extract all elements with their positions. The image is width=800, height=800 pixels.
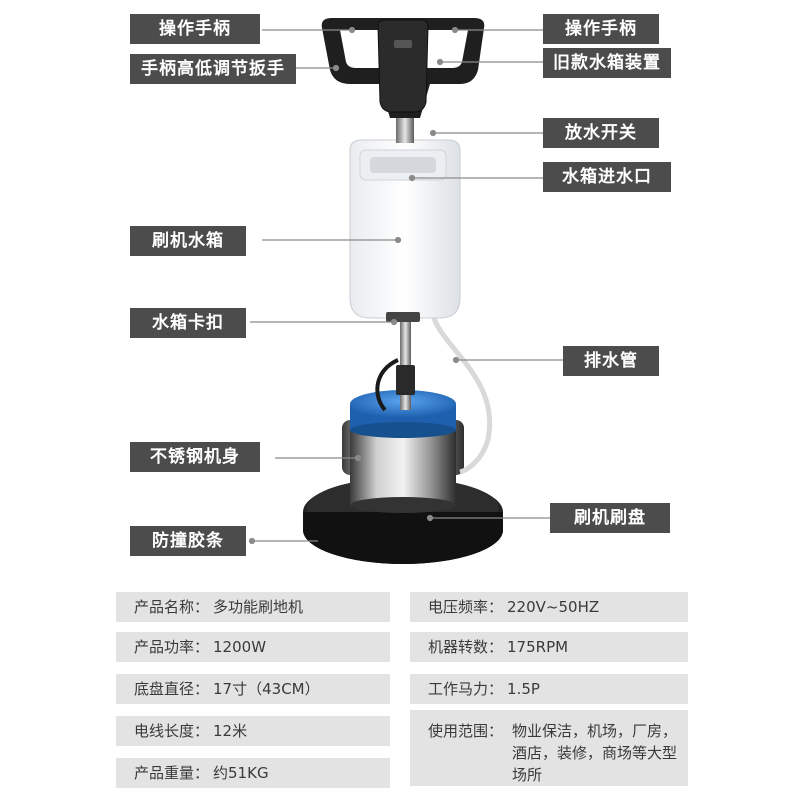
water-tank-body	[349, 139, 461, 322]
spec-label: 电压频率：	[428, 598, 504, 616]
spec-weight: 产品重量：约51KG	[116, 758, 390, 788]
spec-value: 1.5P	[507, 680, 540, 698]
spec-usage-scope: 使用范围： 物业保洁，机场，厂房，酒店，装修，商场等大型场所	[410, 710, 688, 786]
callout-handle-adjust: 手柄高低调节扳手	[130, 54, 296, 84]
spec-label: 工作马力：	[428, 680, 504, 698]
spec-voltage: 电压频率：220V~50HZ	[410, 592, 688, 622]
spec-product-name: 产品名称：多功能刷地机	[116, 592, 390, 622]
product-diagram: 操作手柄 手柄高低调节扳手 操作手柄 旧款水箱装置 放水开关 水箱进水口 刷机水…	[130, 14, 671, 564]
spec-rpm: 机器转数：175RPM	[410, 632, 688, 662]
spec-label: 使用范围：	[428, 722, 504, 740]
callout-steel-body: 不锈钢机身	[130, 442, 260, 472]
spec-value: 多功能刷地机	[213, 598, 304, 616]
leader-lines	[248, 26, 563, 545]
spec-value: 物业保洁，机场，厂房，酒店，装修，商场等大型场所	[512, 722, 678, 784]
spec-disc-diameter: 底盘直径：17寸（43CM）	[116, 674, 390, 704]
spec-cable-length: 电线长度：12米	[116, 716, 390, 746]
spec-value: 1200W	[213, 638, 267, 656]
callout-old-tank-device: 旧款水箱装置	[543, 48, 671, 78]
spec-table: 产品名称：多功能刷地机 电压频率：220V~50HZ 产品功率：1200W 机器…	[0, 590, 800, 800]
spec-value: 约51KG	[213, 764, 269, 782]
callout-drain-switch: 放水开关	[543, 118, 659, 148]
callout-tank-inlet: 水箱进水口	[543, 162, 671, 192]
spec-label: 产品重量：	[134, 764, 210, 782]
spec-power: 产品功率：1200W	[116, 632, 390, 662]
steel-motor-body	[342, 420, 464, 513]
operation-handle	[321, 18, 485, 118]
spec-value: 220V~50HZ	[507, 598, 600, 616]
spec-label: 产品功率：	[134, 638, 210, 656]
spec-horsepower: 工作马力：1.5P	[410, 674, 688, 704]
spec-value: 175RPM	[507, 638, 569, 656]
callout-handle-left: 操作手柄	[130, 14, 260, 44]
callout-drain-pipe: 排水管	[563, 346, 659, 376]
floor-scrubber-illustration	[248, 18, 563, 564]
spec-label: 机器转数：	[428, 638, 504, 656]
spec-label: 产品名称：	[134, 598, 210, 616]
spec-value: 17寸（43CM）	[213, 680, 320, 698]
handle-pole	[400, 310, 411, 410]
drain-pipe-tube	[431, 317, 493, 475]
spec-label: 底盘直径：	[134, 680, 210, 698]
callout-brush-disc: 刷机刷盘	[550, 503, 670, 533]
power-cable	[375, 358, 399, 412]
spec-value: 12米	[213, 722, 248, 740]
callout-bumper-strip: 防撞胶条	[130, 526, 246, 556]
spec-label: 电线长度：	[134, 722, 210, 740]
callout-water-tank: 刷机水箱	[130, 226, 246, 256]
callout-handle-right: 操作手柄	[543, 14, 659, 44]
callout-tank-clip: 水箱卡扣	[130, 308, 246, 338]
